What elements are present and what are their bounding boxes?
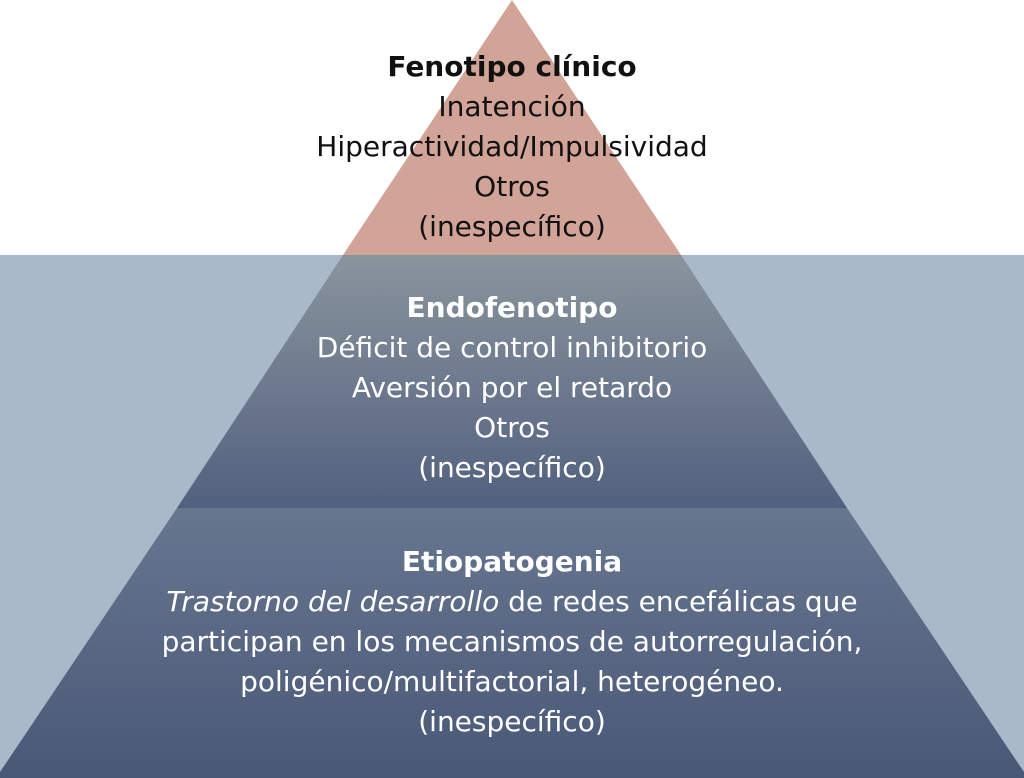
level-line: Otros: [474, 170, 550, 203]
level-line: participan en los mecanismos de autorreg…: [161, 625, 863, 658]
line-rest: de redes encefálicas que: [499, 585, 858, 618]
level-title: Fenotipo clínico: [387, 50, 637, 83]
level-line: (inespecífico): [418, 451, 606, 484]
level-line: (inespecífico): [418, 705, 606, 738]
italic-lead: Trastorno del desarrollo: [166, 585, 500, 618]
level-line: Aversión por el retardo: [351, 371, 673, 404]
level-title: Endofenotipo: [406, 291, 618, 324]
level-etiopatogenia: Etiopatogenia Trastorno del desarrollo d…: [0, 542, 1024, 742]
level-endofenotipo: Endofenotipo Déficit de control inhibito…: [0, 288, 1024, 488]
level-fenotipo: Fenotipo clínico Inatención Hiperactivid…: [0, 47, 1024, 247]
pyramid-top-level: [343, 0, 681, 255]
pyramid-middle-level: [177, 255, 847, 508]
level-line: Inatención: [438, 90, 586, 123]
level-title: Etiopatogenia: [401, 545, 623, 578]
level-line: poligénico/multifactorial, heterogéneo.: [240, 665, 784, 698]
level-line: Déficit de control inhibitorio: [316, 331, 708, 364]
level-line: (inespecífico): [418, 210, 606, 243]
level-line: Trastorno del desarrollo de redes encefá…: [0, 582, 1024, 622]
level-line: Otros: [474, 411, 550, 444]
pyramid-bottom-level: [0, 508, 1024, 778]
level-line: Hiperactividad/Impulsividad: [316, 130, 708, 163]
